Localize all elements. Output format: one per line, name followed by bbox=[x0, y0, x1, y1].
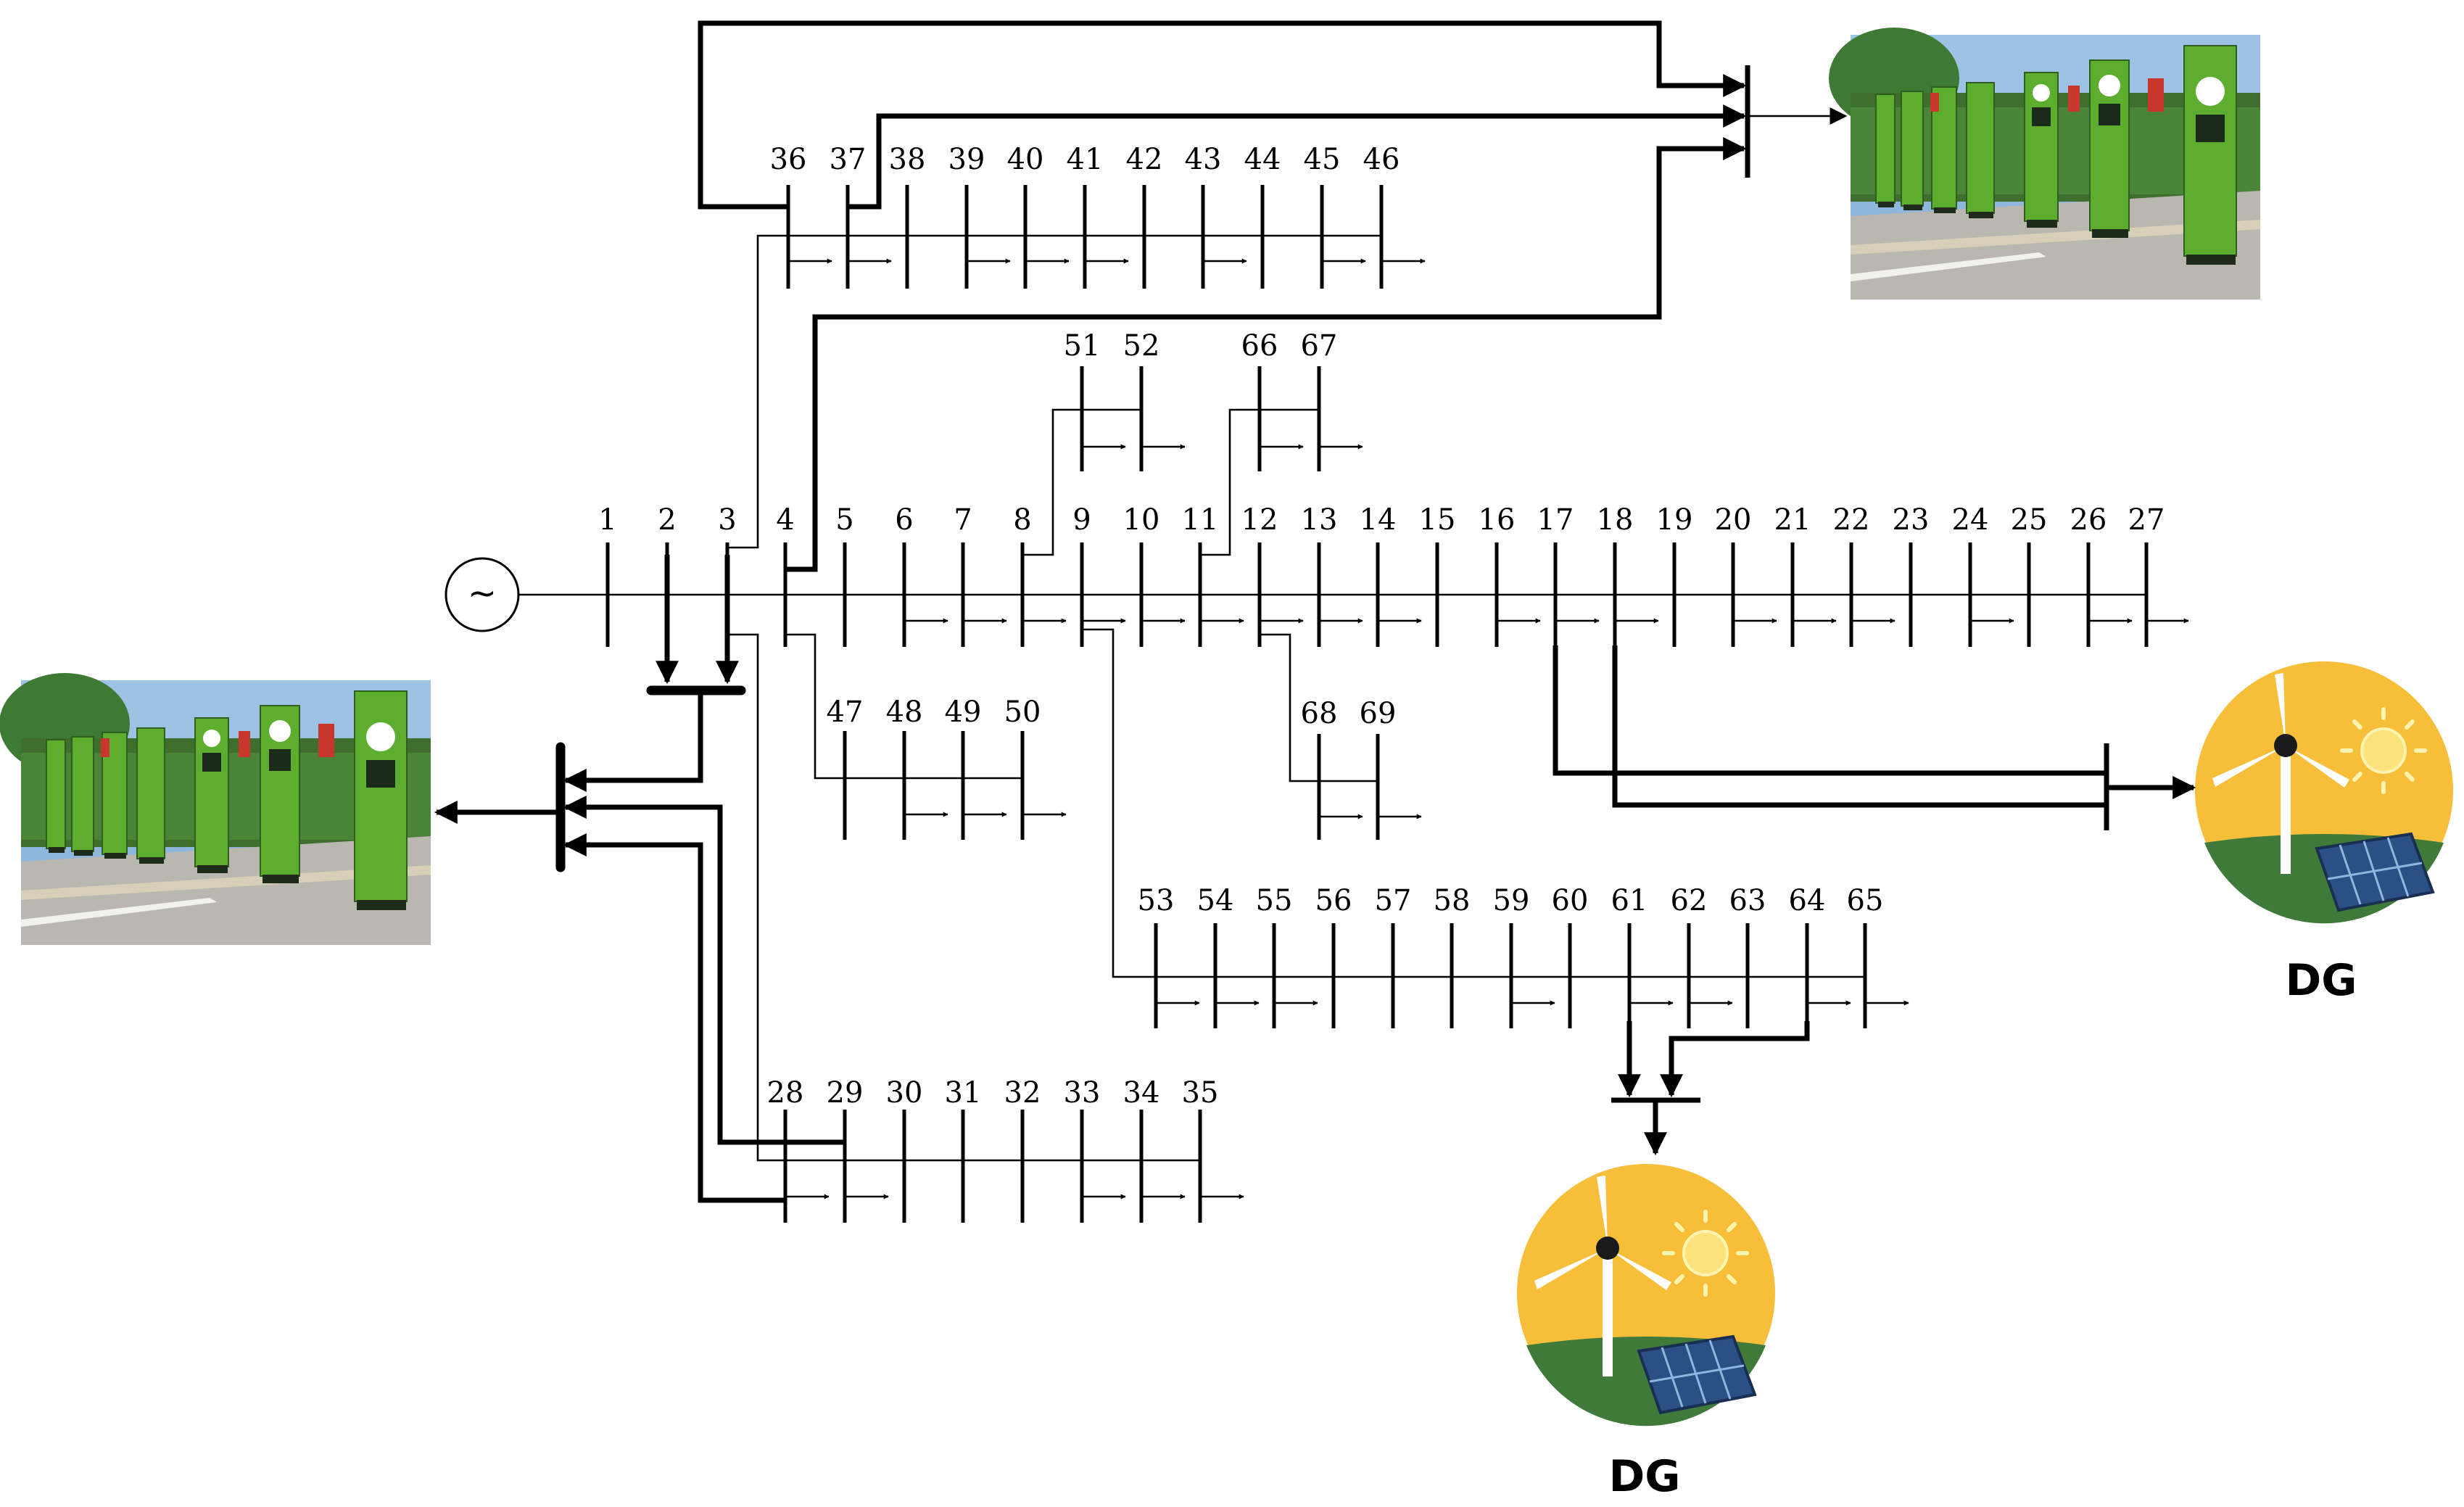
bus-label: 30 bbox=[886, 1076, 923, 1110]
main-feeder bbox=[518, 593, 2189, 624]
bus-label: 28 bbox=[767, 1076, 804, 1110]
bus-label: 40 bbox=[1007, 143, 1044, 176]
bus-label: 2 bbox=[658, 503, 676, 537]
bus-label: 25 bbox=[2011, 503, 2048, 537]
bus-label: 18 bbox=[1597, 503, 1634, 537]
bus-label: 57 bbox=[1375, 884, 1412, 917]
bus-label: 32 bbox=[1004, 1076, 1041, 1110]
bus-label: 8 bbox=[1013, 503, 1031, 537]
bus-label: 13 bbox=[1301, 503, 1338, 537]
bus-label: 48 bbox=[886, 695, 923, 729]
bus-label: 52 bbox=[1123, 329, 1160, 363]
bus-label: 59 bbox=[1493, 884, 1530, 917]
bus-label: 31 bbox=[945, 1076, 982, 1110]
bus-label: 14 bbox=[1360, 503, 1397, 537]
wind-solar-icon bbox=[1517, 1164, 1775, 1426]
bus-label: 39 bbox=[948, 143, 985, 176]
bus-label: 65 bbox=[1847, 884, 1884, 917]
lateral-51-52 bbox=[1022, 366, 1186, 556]
bus-label: 67 bbox=[1301, 329, 1338, 363]
bus-label: 17 bbox=[1537, 503, 1574, 537]
bus-label: 56 bbox=[1315, 884, 1352, 917]
bus-label: 37 bbox=[830, 143, 867, 176]
bus-label: 51 bbox=[1064, 329, 1101, 363]
bus-label: 24 bbox=[1952, 503, 1989, 537]
bus-label: 63 bbox=[1729, 884, 1766, 917]
bus-label: 19 bbox=[1656, 503, 1693, 537]
bus-label: 55 bbox=[1256, 884, 1293, 917]
dg-right-connections bbox=[1553, 645, 2196, 830]
bus-label: 44 bbox=[1244, 143, 1281, 176]
bus-label: 33 bbox=[1064, 1076, 1101, 1110]
bus-label: 4 bbox=[776, 503, 794, 537]
bus-label: 62 bbox=[1671, 884, 1708, 917]
bus-label: 7 bbox=[954, 503, 972, 537]
ev-charging-station-icon bbox=[0, 672, 431, 946]
bus-label: 35 bbox=[1182, 1076, 1219, 1110]
bus-label: 46 bbox=[1363, 143, 1400, 176]
bus-label: 36 bbox=[770, 143, 807, 176]
bus-label: 29 bbox=[827, 1076, 864, 1110]
dg-bottom-connections bbox=[1611, 1021, 1810, 1156]
source-symbol: ~ bbox=[468, 573, 497, 614]
bus-label: 11 bbox=[1182, 503, 1219, 537]
bus-label: 12 bbox=[1241, 503, 1278, 537]
bus-label: 68 bbox=[1301, 697, 1338, 730]
bus-label: 38 bbox=[889, 143, 926, 176]
lateral-53-65 bbox=[1082, 628, 1909, 1028]
bus-label: 23 bbox=[1893, 503, 1930, 537]
bus-label: 41 bbox=[1067, 143, 1104, 176]
bus-label: 64 bbox=[1789, 884, 1826, 917]
bus-label: 3 bbox=[718, 503, 736, 537]
bus-label: 15 bbox=[1419, 503, 1456, 537]
bus-label: 27 bbox=[2128, 503, 2165, 537]
bus-label: 50 bbox=[1004, 695, 1041, 729]
bus-label: 42 bbox=[1126, 143, 1163, 176]
bus-label: 49 bbox=[945, 695, 982, 729]
dg-label: DG bbox=[1608, 1451, 1680, 1502]
bus-label: 45 bbox=[1304, 143, 1341, 176]
dg-label: DG bbox=[2285, 955, 2357, 1006]
bus-label: 34 bbox=[1123, 1076, 1160, 1110]
bus-label: 43 bbox=[1185, 143, 1222, 176]
bus-label: 9 bbox=[1072, 503, 1091, 537]
lateral-36-46 bbox=[727, 185, 1426, 549]
ev-station-top-connections bbox=[698, 20, 1848, 572]
bus-label: 26 bbox=[2070, 503, 2107, 537]
bus-label: 21 bbox=[1774, 503, 1811, 537]
bus-label: 60 bbox=[1552, 884, 1589, 917]
lateral-47-50 bbox=[785, 633, 1067, 840]
bus-label: 10 bbox=[1123, 503, 1160, 537]
bus-label: 61 bbox=[1611, 884, 1648, 917]
lateral-68-69 bbox=[1260, 633, 1422, 840]
lateral-28-35 bbox=[727, 633, 1244, 1223]
wind-solar-icon bbox=[2195, 661, 2453, 923]
bus-label: 22 bbox=[1833, 503, 1870, 537]
bus-label: 69 bbox=[1360, 697, 1397, 730]
bus-label: 1 bbox=[598, 503, 616, 537]
lateral-66-67 bbox=[1200, 366, 1363, 556]
ev-charging-station-icon bbox=[1828, 27, 2261, 300]
bus-label: 20 bbox=[1715, 503, 1752, 537]
bus-label: 5 bbox=[835, 503, 853, 537]
bus-label: 47 bbox=[827, 695, 864, 729]
grid-source: ~ bbox=[445, 557, 520, 632]
ev-station-left-connections bbox=[434, 555, 845, 1203]
bus-label: 54 bbox=[1197, 884, 1234, 917]
bus-label: 16 bbox=[1479, 503, 1516, 537]
bus-label: 6 bbox=[895, 503, 913, 537]
bus-label: 66 bbox=[1241, 329, 1278, 363]
bus-label: 53 bbox=[1138, 884, 1175, 917]
bus-label: 58 bbox=[1434, 884, 1471, 917]
